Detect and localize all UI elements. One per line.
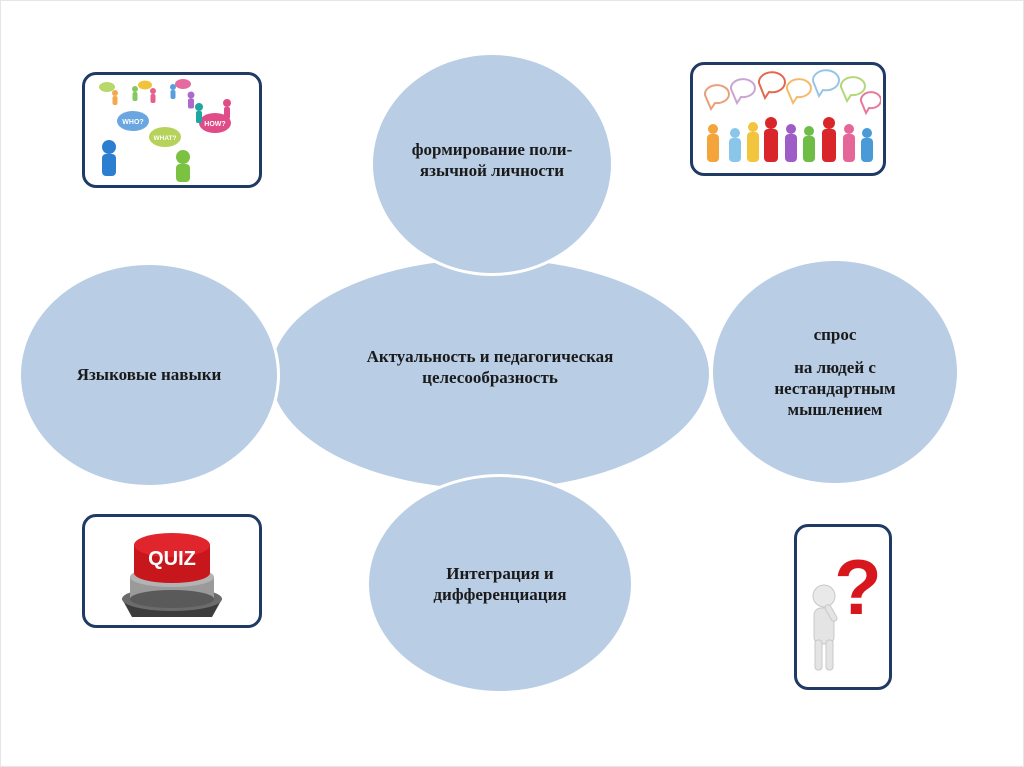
quiz-button-icon: QUIZ — [122, 533, 222, 617]
quiz-label: QUIZ — [148, 548, 196, 570]
top-bubble: формирование поли­язычной личности — [370, 52, 614, 276]
left-bubble: Языковые навыки — [18, 262, 280, 488]
question-mark-glyph: ? — [834, 543, 882, 631]
right-bubble-line2: на людей с нестандартным мышлением — [774, 357, 896, 420]
top-bubble-label: формирование поли­язычной личности — [411, 139, 573, 180]
people-speech-bubbles-picture: WHO? WHAT? HOW? — [82, 72, 262, 188]
thinking-person-question-icon: ? — [812, 543, 882, 671]
right-bubble-line1: спрос — [813, 324, 857, 344]
crowd-speech-bubbles-picture — [690, 62, 886, 176]
center-bubble: Актуальность и педагогическая целесообра… — [268, 256, 712, 492]
left-bubble-label: Языковые навыки — [76, 365, 222, 385]
right-bubble: спрос на людей с нестандартным мышлением — [710, 258, 960, 486]
thinking-person-picture: ? — [794, 524, 892, 690]
svg-text:HOW?: HOW? — [204, 121, 225, 128]
people-speech-bubbles-icon: WHO? WHAT? HOW? — [99, 79, 231, 182]
bottom-bubble: Интеграция и дифференциация — [366, 474, 634, 694]
quiz-button-picture: QUIZ — [82, 514, 262, 628]
center-bubble-label: Актуальность и педагогическая целесообра… — [366, 346, 614, 387]
crowd-speech-bubbles-icon — [703, 69, 881, 162]
bottom-bubble-label: Интеграция и дифференциация — [433, 563, 567, 604]
svg-text:WHAT?: WHAT? — [154, 135, 177, 142]
svg-text:WHO?: WHO? — [122, 119, 143, 126]
